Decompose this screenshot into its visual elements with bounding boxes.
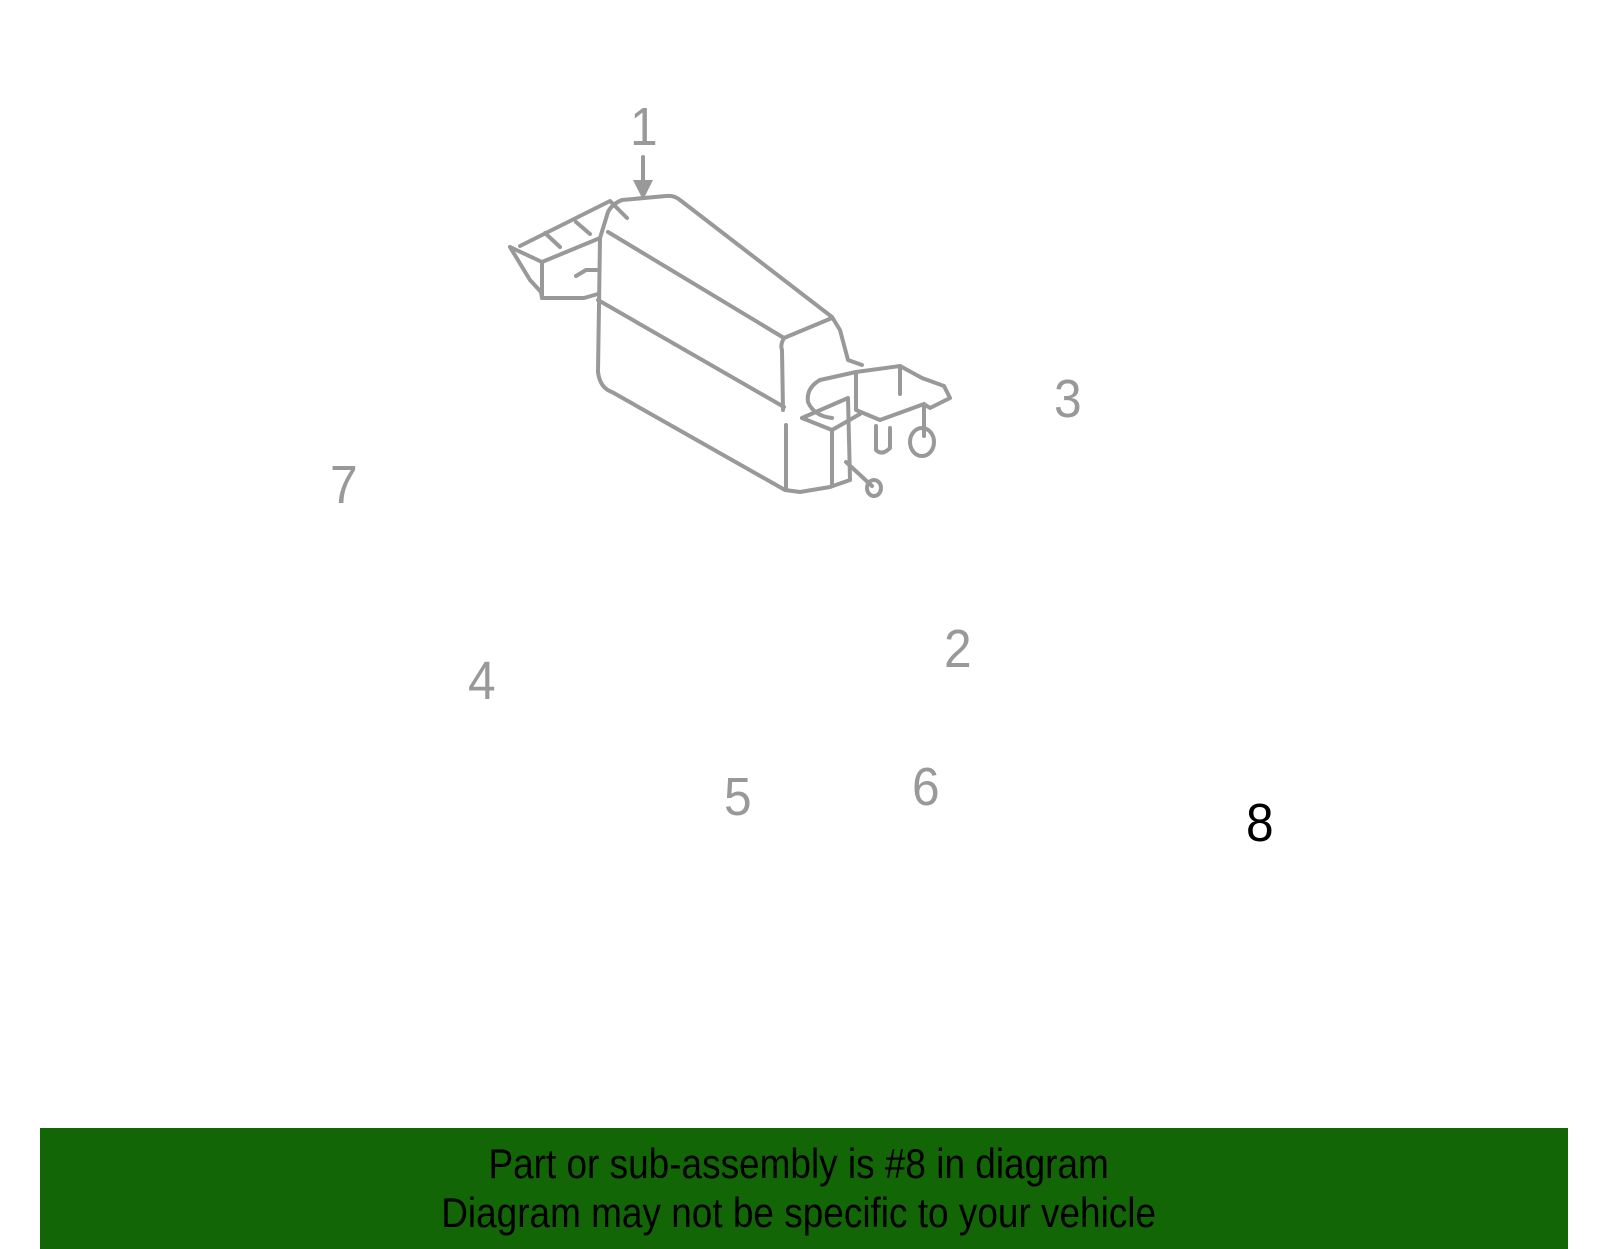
banner-line-disclaimer: Diagram may not be specific to your vehi… bbox=[441, 1189, 1157, 1236]
callout-4-label: 4 bbox=[468, 651, 496, 711]
callout-6-label: 6 bbox=[912, 757, 940, 817]
banner-line-part-number: Part or sub-assembly is #8 in diagram bbox=[488, 1140, 1109, 1187]
callout-2-label: 2 bbox=[944, 619, 972, 679]
info-banner: Part or sub-assembly is #8 in diagram Di… bbox=[40, 1128, 1568, 1249]
part-1-charcoal-canister[interactable] bbox=[508, 155, 952, 498]
callout-8-label: 8 bbox=[1246, 793, 1274, 853]
callout-1-label: 1 bbox=[630, 97, 658, 157]
callout-7-label: 7 bbox=[330, 455, 358, 515]
callout-5-label: 5 bbox=[724, 767, 752, 827]
callout-3-label: 3 bbox=[1054, 369, 1082, 429]
